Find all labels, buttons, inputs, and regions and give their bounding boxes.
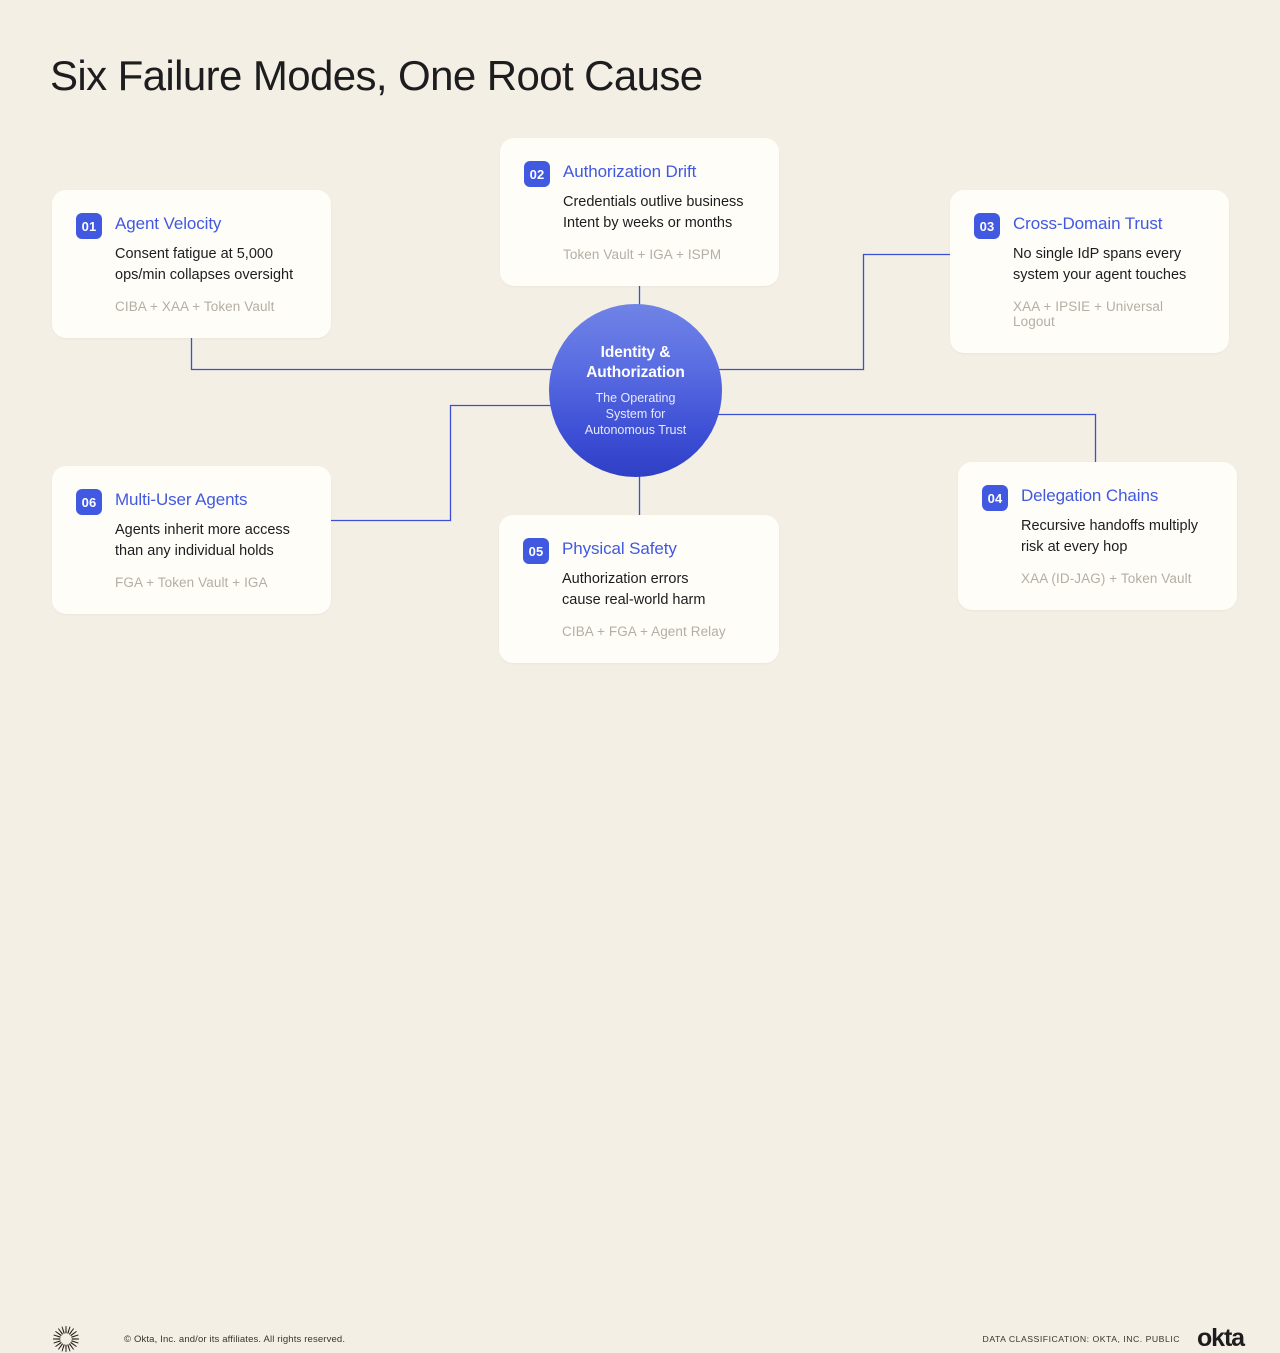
card-body: Authorization errors cause real-world ha… (562, 571, 706, 608)
failure-mode-card-06[interactable]: 06 Multi-User Agents Agents inherit more… (52, 466, 331, 615)
card-body: Credentials outlive business Intent by w… (563, 194, 744, 231)
card-body: Consent fatigue at 5,000 ops/min collaps… (115, 246, 294, 283)
failure-mode-card-02[interactable]: 02 Authorization Drift Credentials outli… (500, 138, 779, 287)
card-meta: FGA + Token Vault + IGA (115, 575, 268, 591)
failure-mode-card-01[interactable]: 01 Agent Velocity Consent fatigue at 5,0… (52, 190, 331, 339)
card-number-badge: 02 (524, 161, 550, 187)
card-meta: CIBA + FGA + Agent Relay (562, 624, 726, 640)
card-header: 01 Agent Velocity (76, 212, 307, 239)
card-body: Recursive handoffs multiply risk at ever… (1021, 518, 1199, 555)
connector-card-03 (715, 253, 950, 371)
card-title: Agent Velocity (115, 214, 222, 233)
card-number-badge: 01 (76, 213, 102, 239)
card-title: Multi-User Agents (115, 490, 248, 509)
central-hub: Identity & Authorization The Operating S… (549, 304, 722, 477)
connector-card-04 (713, 413, 1097, 462)
failure-mode-card-05[interactable]: 05 Physical Safety Authorization errors … (499, 515, 779, 664)
card-number-badge: 04 (982, 485, 1008, 511)
copyright-text: © Okta, Inc. and/or its affiliates. All … (124, 1334, 346, 1345)
card-body: Agents inherit more access than any indi… (115, 522, 290, 559)
card-number-badge: 05 (523, 538, 549, 564)
hub-subtitle: The Operating System for Autonomous Trus… (584, 390, 687, 437)
card-number-badge: 06 (76, 489, 102, 515)
card-header: 05 Physical Safety (523, 537, 755, 564)
failure-mode-card-03[interactable]: 03 Cross-Domain Trust No single IdP span… (950, 190, 1229, 354)
card-header: 03 Cross-Domain Trust (974, 212, 1205, 239)
card-meta: Token Vault + IGA + ISPM (563, 247, 722, 263)
card-title: Authorization Drift (563, 162, 697, 181)
card-meta: XAA (ID-JAG) + Token Vault (1021, 571, 1192, 587)
connector-card-06 (331, 404, 556, 522)
page-title: Six Failure Modes, One Root Cause (50, 52, 703, 99)
card-meta: XAA + IPSIE + Universal Logout (1013, 299, 1164, 330)
okta-sunburst-icon (52, 1325, 80, 1353)
data-classification-label: DATA CLASSIFICATION: OKTA, INC. PUBLIC (982, 1334, 1180, 1344)
card-meta: CIBA + XAA + Token Vault (115, 299, 275, 315)
card-title: Delegation Chains (1021, 486, 1159, 505)
failure-mode-card-04[interactable]: 04 Delegation Chains Recursive handoffs … (958, 462, 1237, 611)
okta-wordmark: okta (1196, 1324, 1245, 1352)
card-header: 02 Authorization Drift (524, 160, 755, 187)
card-title: Cross-Domain Trust (1013, 214, 1163, 233)
card-header: 04 Delegation Chains (982, 484, 1213, 511)
card-body: No single IdP spans every system your ag… (1013, 246, 1187, 283)
card-header: 06 Multi-User Agents (76, 488, 307, 515)
footer: © Okta, Inc. and/or its affiliates. All … (0, 658, 1280, 1353)
hub-title: Identity & Authorization (586, 344, 685, 381)
card-number-badge: 03 (974, 213, 1000, 239)
card-title: Physical Safety (562, 539, 677, 558)
